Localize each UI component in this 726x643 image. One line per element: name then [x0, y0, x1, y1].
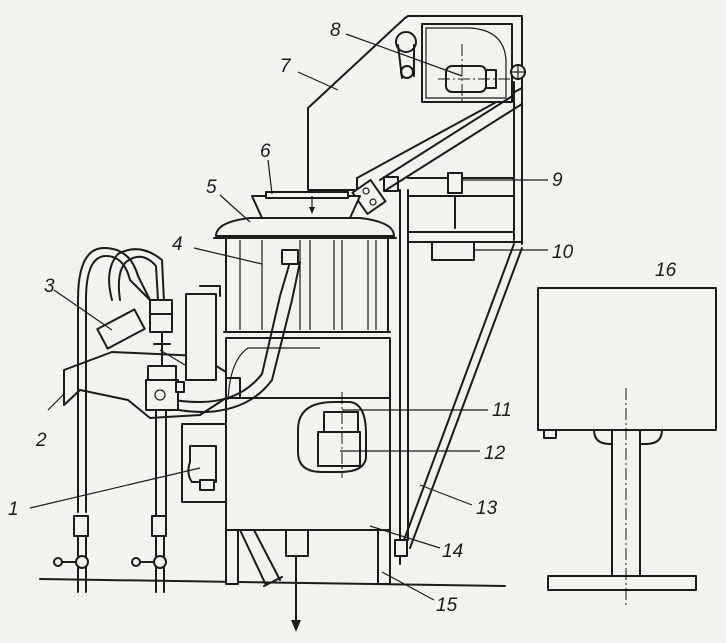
- callout-label-11: 11: [492, 400, 512, 421]
- cabinet-16: [537, 287, 717, 606]
- callout-label-10: 10: [552, 242, 574, 263]
- callout-label-16: 16: [655, 260, 677, 281]
- callout-label-5: 5: [206, 177, 217, 198]
- bracket-3: [96, 308, 146, 350]
- callout-label-6: 6: [260, 141, 271, 162]
- support-frame: [379, 81, 523, 565]
- callout-label-3: 3: [44, 276, 55, 297]
- rail-9: [407, 172, 515, 233]
- callout-label-1: 1: [8, 499, 19, 520]
- belt-drive: [395, 31, 526, 80]
- callout-label-13: 13: [476, 498, 498, 519]
- lid-5: [213, 217, 397, 239]
- callout-label-8: 8: [330, 20, 341, 41]
- callout-label-14: 14: [442, 541, 463, 562]
- cylinder-4: [223, 235, 391, 333]
- funnel-6: [251, 191, 361, 219]
- drive-11-12: [297, 392, 367, 478]
- callout-label-15: 15: [436, 595, 458, 616]
- motor-housing: [421, 23, 513, 103]
- callout-label-2: 2: [35, 430, 47, 451]
- bracket-column: [185, 285, 221, 381]
- callout-label-4: 4: [172, 234, 183, 255]
- hopper-valve: [351, 176, 399, 215]
- block-10: [431, 241, 475, 261]
- outlet: [239, 529, 309, 632]
- callout-label-12: 12: [484, 443, 506, 464]
- callout-label-7: 7: [280, 56, 292, 77]
- base-legs: [225, 527, 391, 585]
- callout-labels: 1 2 3 4 5 6 7 8 9 10 11 12 13 14 15 16: [8, 20, 677, 616]
- leader-lines: [29, 33, 548, 601]
- valve-assembly: [145, 299, 185, 521]
- callout-label-9: 9: [552, 170, 563, 191]
- box-1: [181, 423, 227, 503]
- taps: [53, 515, 167, 593]
